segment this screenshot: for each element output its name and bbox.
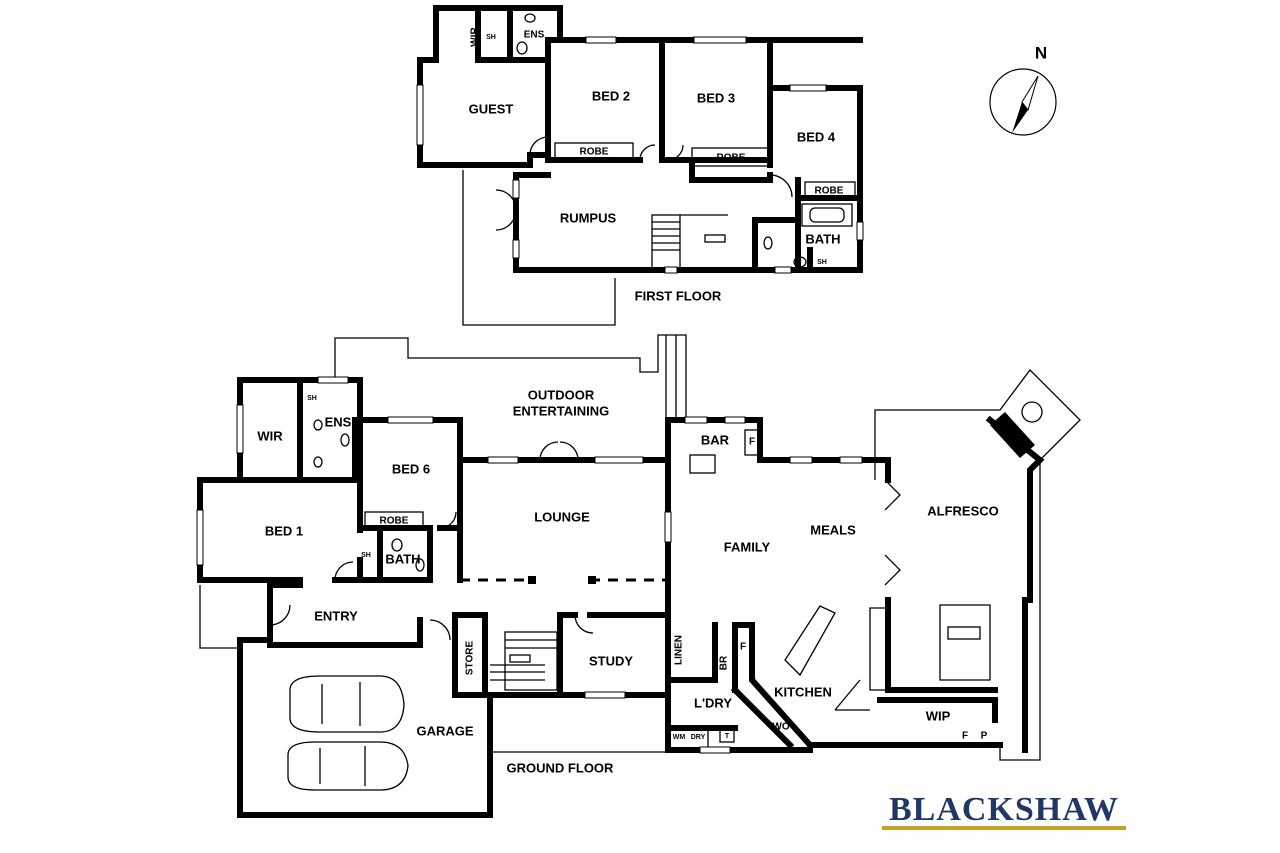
compass-north-label: N — [1035, 43, 1047, 62]
bar-fridge: F — [749, 437, 755, 448]
wip-fridge: F — [962, 731, 968, 742]
room-rumpus: RUMPUS — [560, 210, 617, 225]
compass-circle — [989, 68, 1057, 136]
room-wip: WIP — [926, 708, 951, 723]
room-sh-bath-first: SH — [817, 259, 827, 266]
brand-name: BLACKSHAW — [889, 791, 1119, 828]
kitchen-fridge: F — [740, 642, 746, 653]
room-linen: LINEN — [674, 635, 685, 665]
room-sh-bath-ground: SH — [361, 552, 371, 559]
room-wo: WO — [772, 722, 789, 733]
room-ens-first: ENS — [524, 30, 545, 41]
room-sh-first: SH — [486, 34, 496, 41]
room-bath-ground: BATH — [385, 551, 420, 566]
room-bed2: BED 2 — [592, 88, 630, 103]
brand-underline — [882, 826, 1126, 830]
laundry-dry: DRY — [691, 734, 706, 741]
garage-cars — [287, 675, 409, 791]
room-bed6: BED 6 — [392, 461, 430, 476]
wip-pantry: P — [981, 731, 988, 742]
room-bed3: BED 3 — [697, 90, 735, 105]
label-first-floor: FIRST FLOOR — [635, 288, 722, 303]
room-entry: ENTRY — [314, 608, 358, 623]
room-meals: MEALS — [810, 522, 856, 537]
room-ens-ground: ENS — [325, 414, 352, 429]
room-bed1: BED 1 — [265, 523, 303, 538]
room-outdoor-line1: OUTDOOR — [528, 387, 595, 402]
room-outdoor-line2: ENTERTAINING — [513, 403, 610, 418]
room-bed4: BED 4 — [797, 129, 836, 144]
room-alfresco: ALFRESCO — [927, 503, 999, 518]
room-laundry: L'DRY — [694, 695, 732, 710]
room-sh-ens-ground: SH — [307, 395, 317, 402]
first-floor-stairs — [651, 214, 728, 271]
robe-bed4: ROBE — [815, 186, 844, 197]
room-lounge: LOUNGE — [534, 509, 590, 524]
label-ground-floor: GROUND FLOOR — [507, 760, 614, 775]
room-wir-ground: WIR — [257, 428, 283, 443]
robe-bed6: ROBE — [380, 516, 409, 527]
room-kitchen: KITCHEN — [774, 684, 832, 699]
room-guest: GUEST — [469, 101, 514, 116]
room-family: FAMILY — [724, 539, 771, 554]
room-bath-first: BATH — [805, 231, 840, 246]
ground-floor-stairs — [490, 631, 558, 691]
room-br: BR — [719, 655, 730, 670]
robe-bed2: ROBE — [580, 147, 609, 158]
room-study: STUDY — [589, 653, 633, 668]
first-floor-plan — [416, 5, 864, 326]
brand-logo: BLACKSHAW — [882, 791, 1126, 830]
laundry-wm: WM — [673, 734, 686, 741]
room-bar: BAR — [701, 432, 730, 447]
room-wir-first: WIR — [470, 27, 481, 47]
ground-floor-plan — [196, 334, 1081, 818]
room-store: STORE — [465, 641, 476, 676]
laundry-tub: T — [725, 733, 730, 740]
robe-bed3: ROBE — [717, 153, 746, 164]
compass: N — [989, 43, 1057, 136]
room-garage: GARAGE — [416, 723, 473, 738]
